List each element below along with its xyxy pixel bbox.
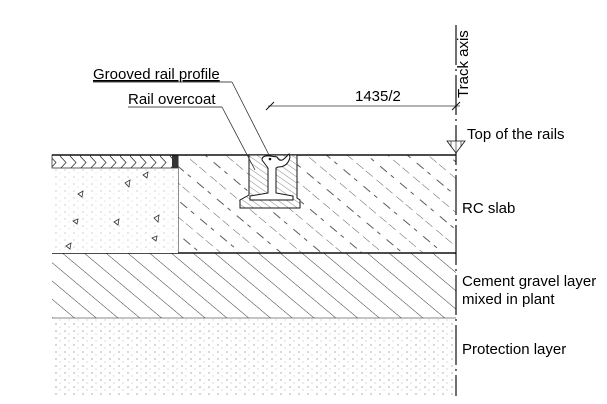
cement-gravel-label: Cement gravel layer [462, 273, 596, 290]
leader-line [231, 81, 270, 156]
dimension-label: 1435/2 [355, 88, 401, 105]
rc-slab [177, 155, 456, 253]
track-axis-label: Track axis [455, 30, 472, 98]
top-of-rails-label: Top of the rails [467, 126, 565, 143]
protection-layer-label: Protection layer [462, 341, 566, 358]
joint-filler [172, 155, 178, 168]
cement-gravel-layer [52, 252, 456, 318]
concrete-block [52, 168, 178, 253]
pavement-layer [51, 154, 179, 169]
rail-groove [239, 153, 301, 209]
grooved-rail-icon [249, 153, 294, 201]
protection-layer [52, 317, 456, 396]
dimension-line [265, 101, 461, 111]
cement-gravel-label-line2: mixed in plant [462, 291, 555, 308]
level-marker-icon [446, 140, 466, 154]
rc-slab-label: RC slab [462, 200, 515, 217]
rail-overcoat-label: Rail overcoat [128, 91, 216, 108]
leader-line [221, 106, 256, 171]
grooved-rail-profile-label: Grooved rail profile [93, 66, 220, 83]
